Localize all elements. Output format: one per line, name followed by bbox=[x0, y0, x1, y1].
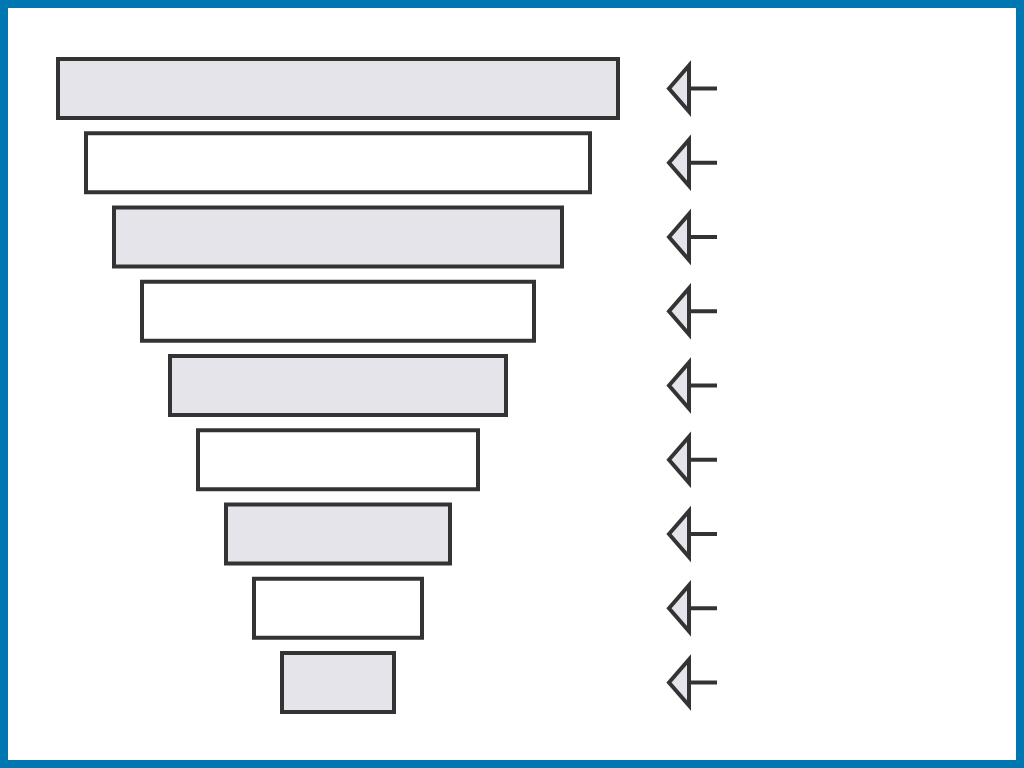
left-arrow-icon bbox=[666, 654, 717, 711]
funnel-bar bbox=[140, 279, 536, 343]
left-arrow-icon bbox=[666, 579, 717, 637]
funnel-bar bbox=[280, 651, 396, 714]
funnel-bar bbox=[84, 131, 592, 195]
funnel-bar bbox=[56, 57, 620, 120]
left-arrow-icon bbox=[666, 208, 717, 266]
funnel-bar bbox=[196, 428, 480, 492]
left-arrow-icon bbox=[666, 60, 717, 117]
funnel-bar bbox=[224, 502, 452, 566]
funnel-level-3 bbox=[112, 205, 717, 269]
funnel-level-9 bbox=[280, 651, 717, 714]
left-arrow-icon bbox=[666, 134, 717, 192]
funnel-level-5 bbox=[168, 354, 717, 417]
funnel-bar bbox=[252, 576, 424, 640]
funnel-level-2 bbox=[84, 131, 717, 195]
funnel-bar bbox=[112, 205, 564, 269]
left-arrow-icon bbox=[666, 282, 717, 340]
funnel-level-4 bbox=[140, 279, 717, 343]
funnel-bar bbox=[168, 354, 508, 417]
funnel-level-7 bbox=[224, 502, 717, 566]
left-arrow-icon bbox=[666, 357, 717, 414]
left-arrow-icon bbox=[666, 505, 717, 563]
funnel-level-8 bbox=[252, 576, 717, 640]
left-arrow-icon bbox=[666, 431, 717, 489]
funnel-level-1 bbox=[56, 57, 717, 120]
funnel-level-6 bbox=[196, 428, 717, 492]
